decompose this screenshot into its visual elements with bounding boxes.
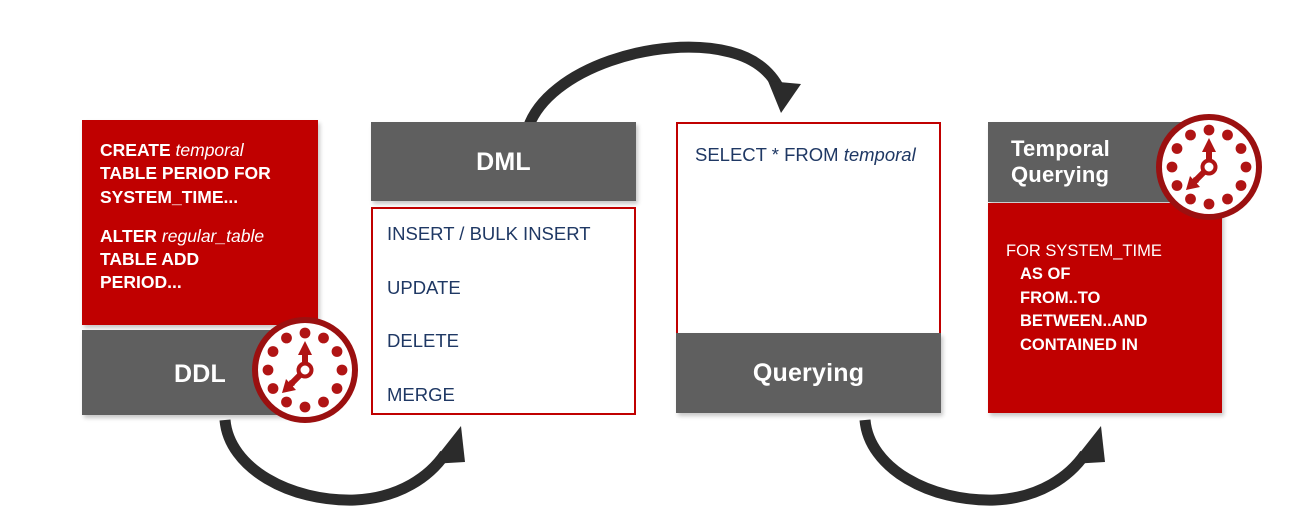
clause-item: AS OF <box>1020 265 1071 284</box>
querying-statement-table: temporal <box>843 144 916 165</box>
list-item[interactable]: UPDATE <box>387 276 461 298</box>
querying-statement: SELECT * FROM temporal <box>695 144 916 166</box>
ddl-header-label: DDL <box>174 360 226 388</box>
temporal-querying-body-box <box>988 203 1222 413</box>
ddl-alter-line3: PERIOD... <box>100 272 182 293</box>
clock-icon <box>1152 110 1266 224</box>
ddl-create-line3: SYSTEM_TIME... <box>100 186 239 207</box>
temporal-querying-clauses: FOR SYSTEM_TIME AS OF FROM..TO BETWEEN..… <box>1006 240 1216 357</box>
dml-body-box <box>371 207 636 415</box>
querying-header-box[interactable]: Querying <box>676 333 941 413</box>
ddl-body-text: CREATE temporal TABLE PERIOD FOR SYSTEM_… <box>100 139 305 295</box>
dml-items-list: INSERT / BULK INSERT UPDATE DELETE MERGE <box>387 223 622 405</box>
temporal-querying-header-label: Temporal Querying <box>1011 136 1110 187</box>
dml-header-label: DML <box>476 148 531 176</box>
clause-item: BETWEEN..AND <box>1020 312 1148 331</box>
arrow-dml-to-querying-icon <box>522 41 801 131</box>
ddl-body-box <box>82 120 318 325</box>
querying-statement-prefix: SELECT * FROM <box>695 144 844 165</box>
ddl-create-line2: TABLE PERIOD FOR <box>100 163 271 184</box>
clock-icon <box>248 313 362 427</box>
clause-item: FROM..TO <box>1020 288 1101 307</box>
dml-header-box[interactable]: DML <box>371 122 636 201</box>
ddl-alter-line: ALTER regular_table <box>100 225 265 246</box>
list-item[interactable]: MERGE <box>387 383 455 405</box>
ddl-create-line: CREATE temporal <box>100 140 244 160</box>
list-item[interactable]: DELETE <box>387 330 459 351</box>
ddl-alter-line2: TABLE ADD <box>100 249 200 270</box>
clause-intro: FOR SYSTEM_TIME <box>1006 242 1162 260</box>
clause-item: CONTAINED IN <box>1020 335 1138 354</box>
querying-header-label: Querying <box>752 359 865 387</box>
arrow-querying-to-temporal-icon <box>859 419 1105 506</box>
list-item[interactable]: INSERT / BULK INSERT <box>387 223 591 244</box>
querying-body-box <box>676 122 941 333</box>
